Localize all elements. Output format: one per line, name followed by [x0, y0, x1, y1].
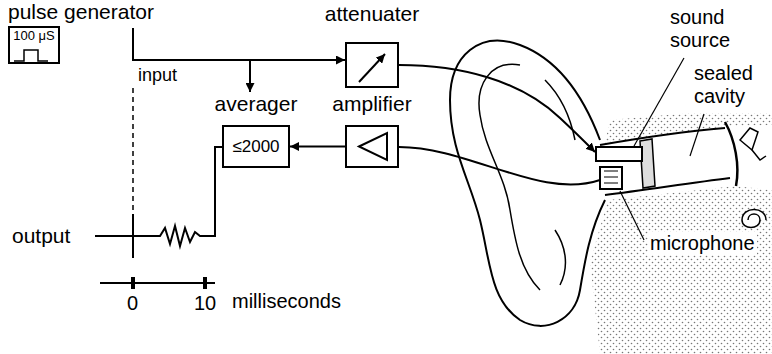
sound-source-device [596, 147, 642, 161]
microphone-device [600, 167, 622, 189]
part-label: microphone [648, 232, 757, 255]
ossicle [740, 128, 758, 150]
output-trace [95, 147, 224, 258]
axis-unit: milliseconds [232, 290, 341, 313]
bone-region [590, 186, 772, 354]
pulse-symbol [14, 50, 48, 61]
axis-tick [203, 277, 207, 289]
input-trace [133, 28, 175, 60]
ossicle [752, 150, 766, 160]
block-heading: averager [215, 92, 298, 115]
time-axis [100, 282, 215, 284]
axis-number: 10 [194, 292, 216, 315]
instrument-block: amplifier [345, 92, 399, 168]
block-box [345, 125, 399, 168]
leader-line [620, 191, 644, 240]
lobe-fold [555, 230, 565, 285]
trace-label: input [138, 64, 177, 87]
block-symbol [347, 44, 397, 86]
part-label: sound source [668, 6, 742, 52]
instrument-block: attenuater [345, 2, 399, 88]
axis-number: 0 [127, 292, 138, 315]
eardrum [725, 122, 737, 186]
amplifier-symbol [359, 133, 387, 160]
time-reference-line [132, 88, 134, 212]
axis-tick [131, 277, 135, 289]
block-box [345, 42, 399, 88]
block-heading: amplifier [332, 92, 411, 115]
block-heading: attenuater [325, 2, 420, 25]
leader-line [690, 114, 704, 156]
block-symbol [347, 127, 397, 166]
microphone-grille [604, 171, 618, 183]
attenuator-symbol [359, 54, 385, 82]
canal-wall [600, 128, 725, 145]
microphone-wire [399, 147, 600, 185]
block-heading: pulse generator [8, 0, 154, 23]
helix-fold [479, 64, 540, 290]
instrument-block: averager≤2000 [222, 92, 290, 168]
canal-wall [605, 178, 730, 195]
cochlea [742, 210, 766, 228]
source-wire [399, 65, 595, 152]
part-label: sealed cavity [692, 62, 766, 108]
block-box: 100 μS [8, 26, 60, 64]
trace-label: output [12, 224, 70, 247]
block-value: 100 μS [13, 29, 54, 44]
block-value: ≤2000 [232, 137, 279, 157]
leader-line [634, 58, 684, 146]
block-box: ≤2000 [222, 125, 290, 168]
signal-connector [290, 146, 345, 148]
instrument-block: pulse generator 100 μS [8, 0, 154, 64]
